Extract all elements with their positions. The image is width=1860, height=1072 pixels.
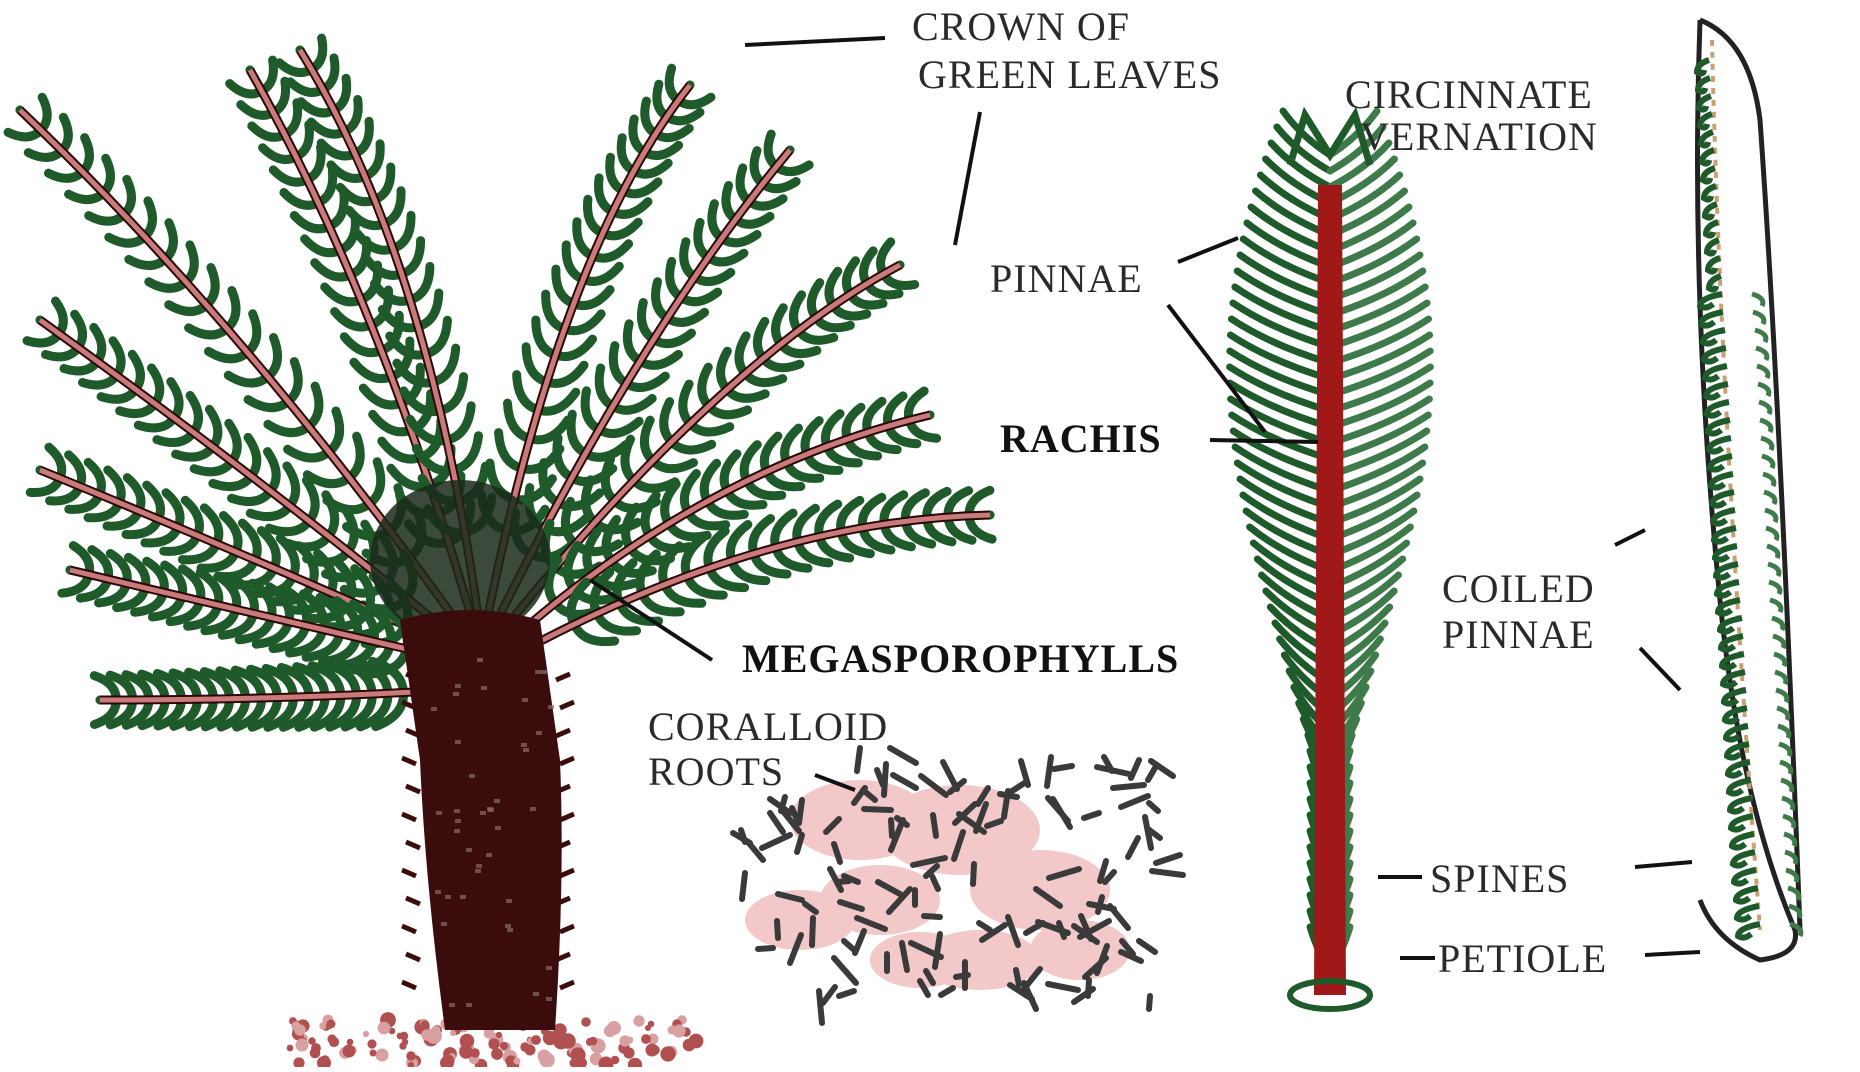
young-coiled-leaf: [1697, 20, 1801, 960]
label-coralloid-line2: ROOTS: [648, 749, 784, 794]
plant-trunk: [400, 610, 574, 1030]
label-crown-line2: GREEN LEAVES: [918, 52, 1221, 97]
label-crown-line1: CROWN OF: [912, 4, 1130, 49]
label-coiled-line1: COILED: [1442, 566, 1595, 611]
label-coiled-line2: PINNAE: [1442, 612, 1595, 657]
coralloid-roots: [733, 748, 1183, 1023]
label-spines: SPINES: [1430, 856, 1569, 901]
label-pinnae: PINNAE: [990, 256, 1143, 301]
label-rachis: RACHIS: [1000, 416, 1162, 461]
label-megasporophylls: MEGASPOROPHYLLS: [742, 636, 1179, 681]
label-circinnate-line1: CIRCINNATE: [1345, 72, 1593, 117]
single-leaf: [1230, 111, 1431, 1009]
label-petiole: PETIOLE: [1438, 936, 1607, 981]
label-coralloid-line1: CORALLOID: [648, 704, 888, 749]
label-circinnate-line2: VERNATION: [1360, 114, 1598, 159]
